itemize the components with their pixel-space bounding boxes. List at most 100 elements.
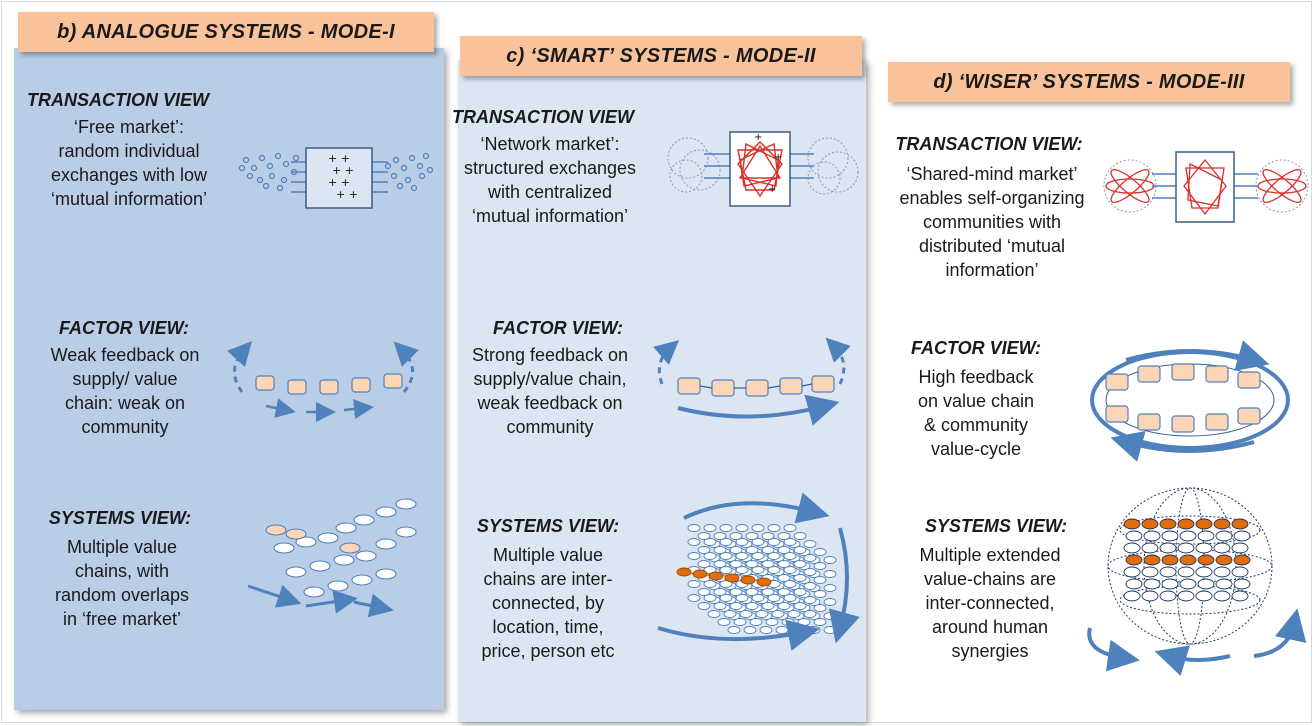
- sphere-stack-node: [1179, 530, 1197, 542]
- grid-node: [687, 594, 701, 602]
- grid-node: [761, 546, 775, 554]
- grid-node: [707, 610, 721, 618]
- highlighted-chain-node: [692, 569, 708, 579]
- grid-node: [783, 524, 797, 532]
- grid-node: [803, 568, 817, 576]
- grid-node: [823, 598, 837, 606]
- grid-node: [813, 604, 827, 612]
- svg-text:+: +: [768, 184, 776, 195]
- label-transaction-view: TRANSACTION VIEW: [452, 107, 634, 127]
- grid-node: [687, 552, 701, 560]
- grid-node: [697, 546, 711, 554]
- sphere-stack-node: [1141, 542, 1159, 554]
- grid-node: [745, 602, 759, 610]
- grid-node: [729, 560, 743, 568]
- high-feedback-cycle-icon: [1090, 340, 1290, 462]
- grid-node: [793, 602, 807, 610]
- sphere-stack-node: [1179, 554, 1197, 566]
- label-factor-view: FACTOR VIEW:: [59, 318, 189, 338]
- text-systems-d: Multiple extended value-chains are inter…: [919, 545, 1061, 661]
- highlighted-chain-node: [756, 577, 772, 587]
- grid-node: [719, 552, 733, 560]
- grid-node: [783, 580, 797, 588]
- sphere-stack-node: [1179, 578, 1197, 590]
- highlighted-chain-node: [724, 573, 740, 583]
- sphere-stack-node: [1159, 566, 1177, 578]
- header-smart: c) ‘SMART’ SYSTEMS - MODE-II: [460, 36, 862, 76]
- grid-node: [777, 532, 791, 540]
- sphere-stack-node: [1161, 554, 1179, 566]
- grid-node: [777, 602, 791, 610]
- sphere-stack-node: [1125, 554, 1143, 566]
- grid-node: [713, 602, 727, 610]
- sphere-stack-node: [1215, 578, 1233, 590]
- grid-node: [803, 554, 817, 562]
- text-factor-b: Weak feedback on supply/ value chain: we…: [50, 345, 200, 437]
- text-factor-d: High feedback on value chain & community…: [917, 367, 1035, 459]
- grid-node: [761, 602, 775, 610]
- strong-feedback-chain-icon: [653, 337, 851, 426]
- grid-node: [719, 524, 733, 532]
- sphere-stack-node: [1197, 530, 1215, 542]
- sphere-stack-node: [1161, 530, 1179, 542]
- sphere-grid-icon: [1087, 487, 1307, 676]
- grid-node: [775, 626, 789, 634]
- grid-node: [729, 546, 743, 554]
- grid-node: [793, 532, 807, 540]
- sphere-stack-node: [1195, 542, 1213, 554]
- grid-node: [729, 532, 743, 540]
- grid-node: [703, 580, 717, 588]
- grid-node: [767, 566, 781, 574]
- highlighted-chain-node: [740, 575, 756, 585]
- sphere-stack-node: [1123, 566, 1141, 578]
- grid-node: [803, 540, 817, 548]
- text-transaction-c: ‘Network market’: structured exchanges w…: [463, 134, 637, 226]
- grid-node: [813, 548, 827, 556]
- grid-node: [713, 588, 727, 596]
- grid-node: [735, 524, 749, 532]
- sphere-stack-node: [1123, 518, 1141, 530]
- weak-feedback-chain-icon: [227, 341, 419, 422]
- grid-node: [781, 618, 795, 626]
- grid-node: [735, 552, 749, 560]
- transaction-free-market-icon: + ++ ++ ++ +: [238, 147, 434, 209]
- grid-node: [733, 618, 747, 626]
- sphere-stack-node: [1177, 518, 1195, 530]
- label-transaction-view: TRANSACTION VIEW:: [895, 134, 1083, 154]
- grid-node: [735, 566, 749, 574]
- svg-text:+: +: [774, 152, 782, 163]
- sphere-stack-node: [1125, 578, 1143, 590]
- grid-node: [783, 552, 797, 560]
- label-factor-view: FACTOR VIEW:: [493, 318, 623, 338]
- highlighted-chain-node: [676, 567, 692, 577]
- grid-node: [697, 560, 711, 568]
- interconnected-grid-icon: [657, 492, 860, 651]
- transaction-network-market-icon: + + +: [667, 131, 859, 207]
- sphere-stack-node: [1143, 554, 1161, 566]
- sphere-stack-node: [1195, 590, 1213, 602]
- grid-node: [755, 610, 769, 618]
- grid-node: [797, 618, 811, 626]
- grid-node: [751, 524, 765, 532]
- svg-text:+: +: [754, 132, 762, 143]
- grid-node: [745, 560, 759, 568]
- grid-node: [759, 626, 773, 634]
- grid-node: [723, 610, 737, 618]
- grid-node: [793, 588, 807, 596]
- grid-node: [793, 546, 807, 554]
- sphere-stack-node: [1161, 578, 1179, 590]
- grid-node: [751, 538, 765, 546]
- grid-node: [751, 552, 765, 560]
- label-factor-view: FACTOR VIEW:: [911, 338, 1041, 358]
- grid-node: [767, 594, 781, 602]
- sphere-stack-node: [1197, 554, 1215, 566]
- sphere-stack-node: [1195, 518, 1213, 530]
- sphere-stack-node: [1213, 590, 1231, 602]
- grid-node: [783, 538, 797, 546]
- grid-node: [703, 594, 717, 602]
- sphere-stack-node: [1213, 518, 1231, 530]
- grid-node: [749, 618, 763, 626]
- grid-node: [697, 588, 711, 596]
- highlighted-chain-node: [708, 571, 724, 581]
- label-systems-view: SYSTEMS VIEW:: [48, 508, 192, 528]
